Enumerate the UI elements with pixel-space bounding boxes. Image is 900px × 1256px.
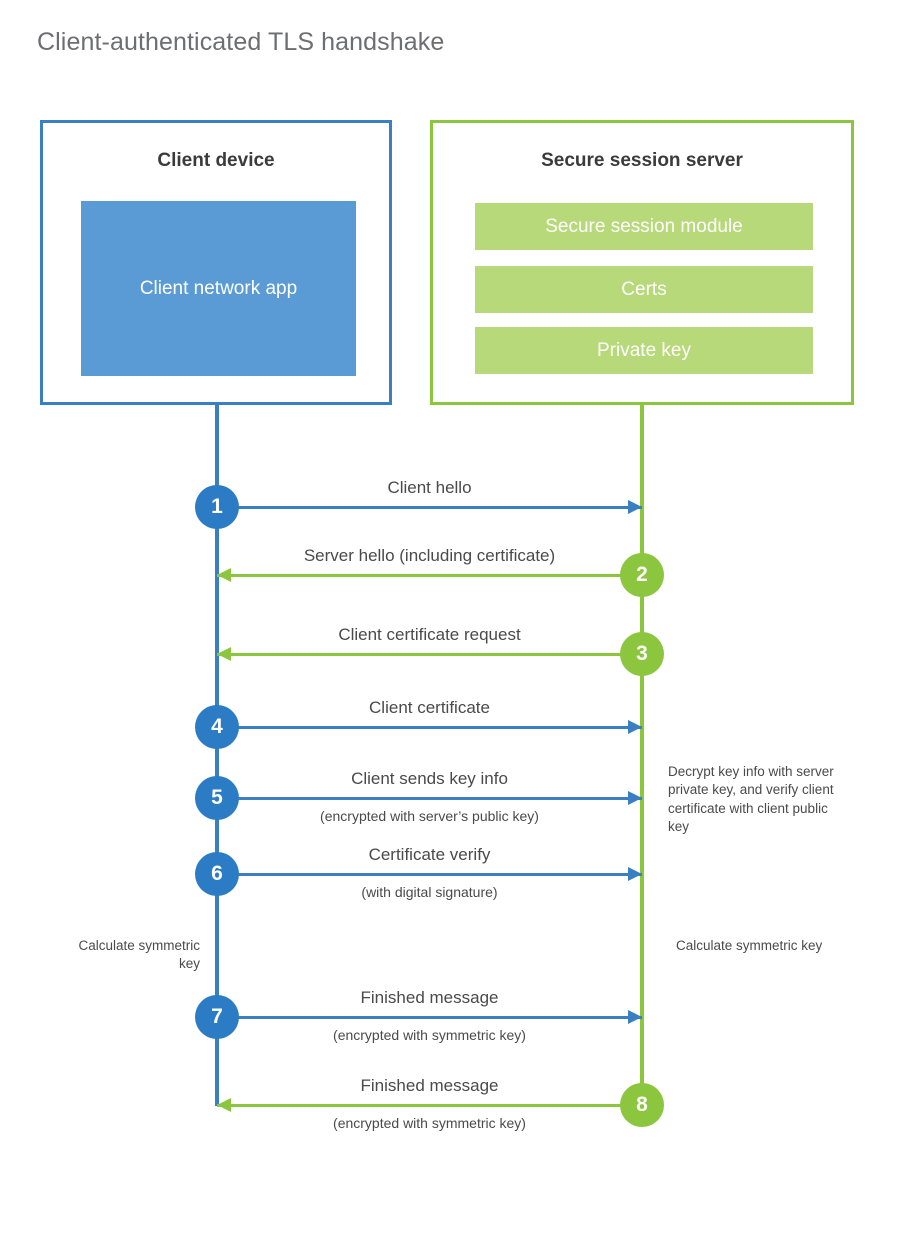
message-arrow-line [217, 574, 642, 577]
client-device-box: Client device Client network app [40, 120, 392, 405]
server-lifeline [640, 403, 644, 1106]
server-component-secure-session-module: Secure session module [475, 203, 813, 250]
server-calculate-symmetric-key-note: Calculate symmetric key [676, 938, 823, 953]
step-number-badge: 5 [195, 776, 239, 820]
message-label: Certificate verify [368, 845, 491, 864]
message-arrowhead-icon [628, 867, 642, 881]
step-number-badge: 3 [620, 632, 664, 676]
step-number-badge: 7 [195, 995, 239, 1039]
message-arrowhead-icon [628, 1010, 642, 1024]
message-arrow-line [217, 726, 642, 729]
client-calculate-symmetric-key-note: Calculate symmetric key [78, 938, 200, 972]
message-label: Server hello (including certificate) [303, 546, 556, 565]
server-component-certs: Certs [475, 266, 813, 313]
message-arrowhead-icon [628, 500, 642, 514]
message-arrowhead-icon [628, 720, 642, 734]
message-label: Finished message [360, 1076, 499, 1095]
message-arrowhead-icon [217, 647, 231, 661]
message-sublabel: (with digital signature) [361, 884, 498, 900]
message-label: Client sends key info [351, 769, 508, 788]
message-arrowhead-icon [217, 1098, 231, 1112]
server-component-private-key: Private key [475, 327, 813, 374]
message-arrow-line [217, 873, 642, 876]
message-arrow-line [217, 1104, 642, 1107]
message-sublabel: (encrypted with server’s public key) [320, 808, 539, 824]
message-arrow-line [217, 506, 642, 509]
message-arrow-line [217, 653, 642, 656]
step-number-badge: 2 [620, 553, 664, 597]
step-number-badge: 1 [195, 485, 239, 529]
client-device-title: Client device [157, 150, 275, 171]
page-title: Client-authenticated TLS handshake [37, 28, 445, 56]
message-label: Client certificate request [338, 625, 521, 644]
message-arrowhead-icon [628, 791, 642, 805]
step-number-badge: 8 [620, 1083, 664, 1127]
message-sublabel: (encrypted with symmetric key) [333, 1115, 526, 1131]
message-arrow-line [217, 797, 642, 800]
message-arrowhead-icon [217, 568, 231, 582]
message-label: Client hello [387, 478, 472, 497]
server-decrypt-note: Decrypt key info with server private key… [668, 764, 834, 835]
message-sublabel: (encrypted with symmetric key) [333, 1027, 526, 1043]
step-number-badge: 4 [195, 705, 239, 749]
message-arrow-line [217, 1016, 642, 1019]
message-label: Client certificate [369, 698, 490, 717]
secure-session-server-box: Secure session server Secure session mod… [430, 120, 854, 405]
secure-session-server-title: Secure session server [541, 150, 743, 171]
step-number-badge: 6 [195, 852, 239, 896]
message-label: Finished message [360, 988, 499, 1007]
client-lifeline [215, 403, 219, 1106]
client-network-app-block: Client network app [81, 201, 356, 376]
